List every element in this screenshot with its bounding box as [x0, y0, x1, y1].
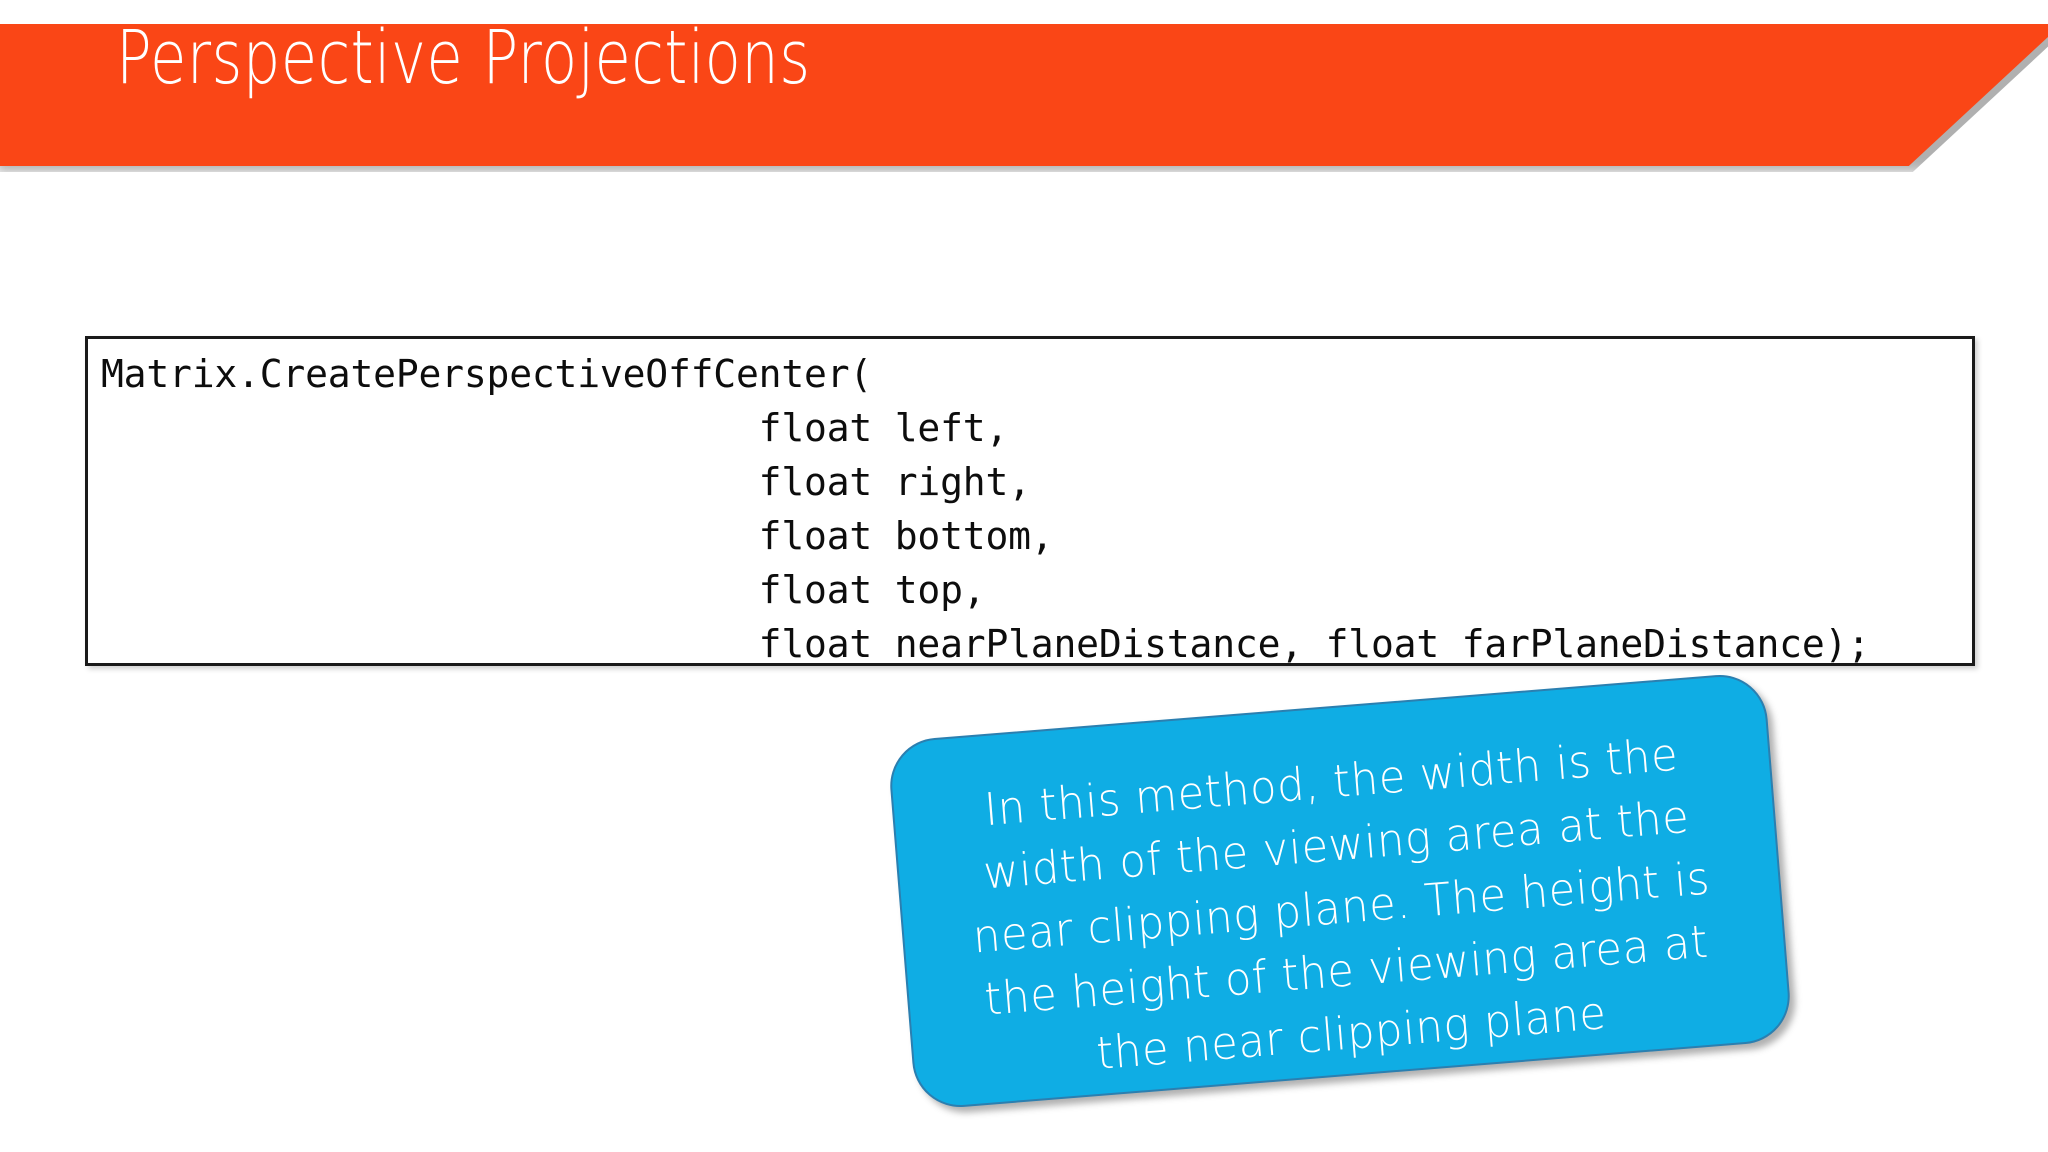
page-title: Perspective Projections [116, 15, 811, 101]
code-block-text: Matrix.CreatePerspectiveOffCenter( float… [101, 352, 1870, 666]
code-block: Matrix.CreatePerspectiveOffCenter( float… [85, 336, 1975, 666]
title-banner-shape [0, 24, 2048, 166]
title-banner [0, 24, 2048, 172]
callout-note-text: In this method, the width is the width o… [970, 727, 1712, 1080]
callout-note: In this method, the width is the width o… [886, 671, 1794, 1111]
